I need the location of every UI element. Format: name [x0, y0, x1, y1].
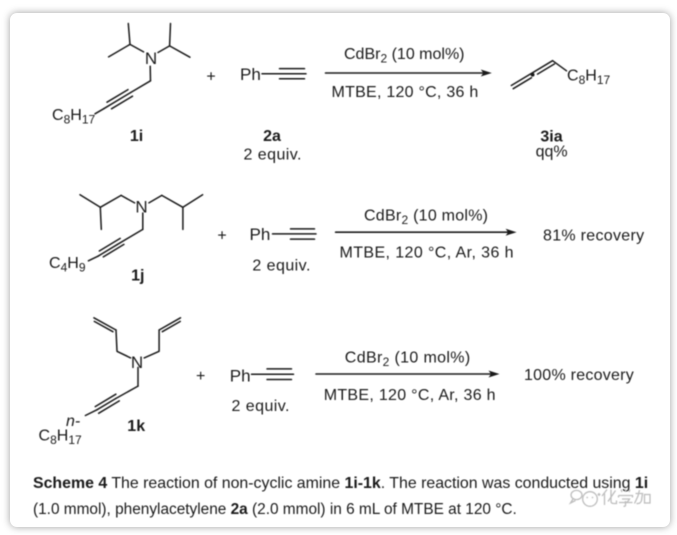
svg-text:MTBE, 120 °C, Ar, 36 h: MTBE, 120 °C, Ar, 36 h: [340, 244, 514, 261]
svg-text:CdBr2 (10 mol%): CdBr2 (10 mol%): [344, 46, 465, 66]
svg-text:3ia: 3ia: [540, 129, 562, 146]
svg-text:C8H17: C8H17: [39, 427, 82, 447]
svg-text:Ph: Ph: [250, 225, 271, 244]
svg-text:C8H17: C8H17: [567, 68, 610, 88]
svg-text:2 equiv.: 2 equiv.: [232, 398, 290, 415]
svg-text:CdBr2 (10 mol%): CdBr2 (10 mol%): [345, 350, 471, 370]
svg-text:1j: 1j: [131, 268, 144, 285]
svg-text:+: +: [196, 368, 205, 385]
svg-text:+: +: [206, 69, 215, 86]
svg-text:+: +: [217, 228, 226, 245]
svg-text:1k: 1k: [127, 418, 145, 435]
svg-text:2 equiv.: 2 equiv.: [244, 147, 302, 164]
svg-text:1i: 1i: [130, 128, 143, 145]
svg-text:81% recovery: 81% recovery: [543, 228, 644, 245]
svg-text:100% recovery: 100% recovery: [524, 367, 634, 384]
svg-text:N: N: [131, 353, 143, 372]
svg-text:C8H17: C8H17: [52, 107, 95, 127]
svg-text:N: N: [135, 197, 147, 216]
svg-text:CdBr2 (10 mol%): CdBr2 (10 mol%): [364, 208, 488, 228]
svg-text:Scheme 4 The reaction of non-c: Scheme 4 The reaction of non-cyclic amin…: [33, 475, 648, 492]
svg-text:MTBE, 120 °C, 36 h: MTBE, 120 °C, 36 h: [332, 84, 479, 101]
svg-text:C4H9: C4H9: [49, 255, 86, 275]
svg-text:2 equiv.: 2 equiv.: [252, 258, 310, 275]
svg-text:Ph: Ph: [230, 366, 251, 385]
svg-text:qq%: qq%: [536, 144, 568, 161]
svg-text:n-: n-: [66, 413, 80, 430]
svg-text:Ph: Ph: [240, 65, 261, 84]
svg-text:(1.0 mmol), phenylacetylene 2a: (1.0 mmol), phenylacetylene 2a (2.0 mmol…: [33, 501, 517, 518]
svg-text:MTBE, 120 °C, Ar, 36 h: MTBE, 120 °C, Ar, 36 h: [324, 387, 496, 404]
svg-text:2a: 2a: [263, 128, 281, 145]
svg-text:N: N: [145, 49, 157, 68]
